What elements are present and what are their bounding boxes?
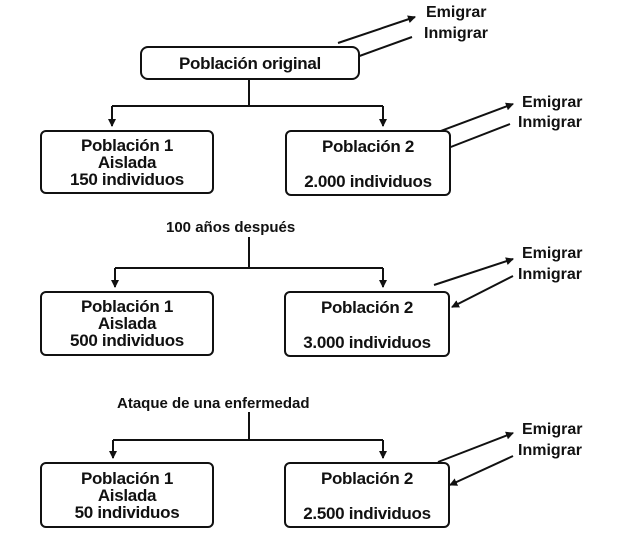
pop1-count: 50 individuos bbox=[74, 502, 180, 522]
pop1-status: Aislada bbox=[97, 485, 157, 505]
pop1-status: Aislada bbox=[97, 152, 157, 172]
pop1-count: 500 individuos bbox=[70, 331, 184, 350]
immigrate-arrow-stage2 bbox=[451, 275, 514, 308]
pop2-count: 2.000 individuos bbox=[304, 172, 432, 191]
immigrate-arrow-stage1 bbox=[442, 123, 511, 152]
emigrate-arrow-original bbox=[337, 15, 416, 44]
pop2-box-stage3: Población 2 2.500 individuos bbox=[284, 462, 450, 528]
emigrate-label-stage3: Emigrar bbox=[522, 421, 583, 438]
immigrate-label-stage2: Inmigrar bbox=[518, 266, 583, 283]
pop1-box-stage3: Población 1 Aislada 50 individuos bbox=[40, 462, 214, 528]
pop2-name: Población 2 bbox=[320, 469, 414, 488]
emigrate-label-stage2: Emigrar bbox=[522, 245, 583, 262]
pop1-name: Población 1 bbox=[80, 468, 174, 488]
immigrate-label-original: Inmigrar bbox=[424, 25, 489, 42]
pop1-name: Población 1 bbox=[80, 297, 174, 316]
stage2-heading: 100 años después bbox=[166, 219, 296, 236]
pop2-name: Población 2 bbox=[321, 137, 415, 156]
pop1-box-stage2: Población 1 Aislada 500 individuos bbox=[40, 291, 214, 356]
pop2-name: Población 2 bbox=[320, 298, 414, 317]
pop1-status: Aislada bbox=[97, 314, 157, 333]
emigrate-arrow-stage1 bbox=[437, 102, 514, 133]
original-population-label: Población original bbox=[179, 53, 321, 73]
pop2-count: 2.500 individuos bbox=[303, 504, 431, 523]
immigrate-label-stage3: Inmigrar bbox=[518, 442, 583, 459]
emigrate-arrow-stage3 bbox=[437, 431, 514, 463]
pop2-box-stage1: Población 2 2.000 individuos bbox=[285, 130, 451, 196]
pop2-count: 3.000 individuos bbox=[303, 333, 431, 352]
emigrate-arrow-stage2 bbox=[433, 257, 514, 286]
pop1-count: 150 individuos bbox=[70, 169, 184, 189]
immigrate-label-stage1: Inmigrar bbox=[518, 114, 583, 131]
emigrate-label-stage1: Emigrar bbox=[522, 94, 583, 111]
pop1-box-stage1: Población 1 Aislada 150 individuos bbox=[40, 130, 214, 194]
pop2-box-stage2: Población 2 3.000 individuos bbox=[284, 291, 450, 357]
emigrate-label-original: Emigrar bbox=[426, 4, 487, 21]
pop1-name: Población 1 bbox=[80, 135, 174, 155]
original-population-box: Población original bbox=[140, 46, 360, 80]
stage3-heading: Ataque de una enfermedad bbox=[117, 395, 310, 412]
immigrate-arrow-stage3 bbox=[449, 455, 514, 486]
